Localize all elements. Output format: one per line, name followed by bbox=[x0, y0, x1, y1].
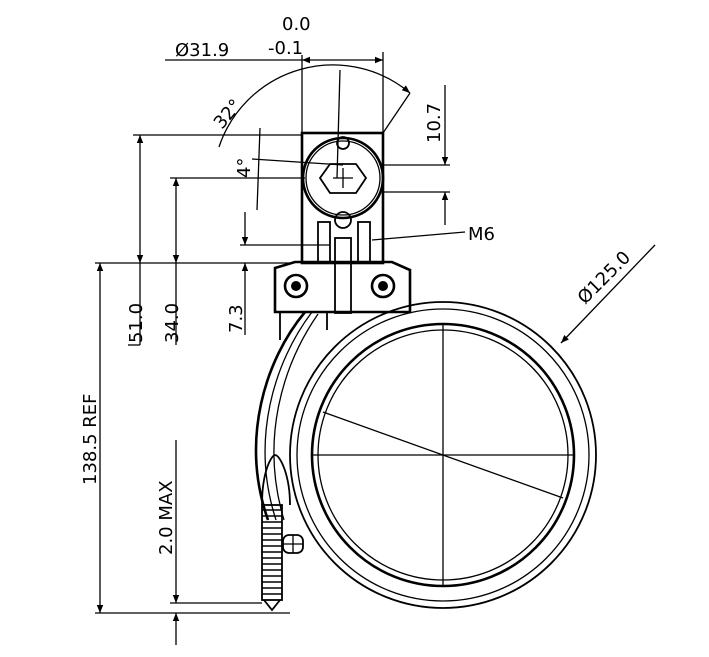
brake-bolt bbox=[261, 504, 304, 612]
dim-wheel-diameter: Ø125.0 bbox=[574, 247, 635, 308]
dim-height-7: 7.3 bbox=[226, 304, 247, 333]
dim-brake-gap: 2.0 MAX bbox=[156, 480, 177, 555]
dim-swivel-angle: 32° bbox=[210, 95, 247, 133]
dim-tolerance-upper: 0.0 bbox=[282, 14, 311, 35]
dim-mount-diameter: Ø31.9 bbox=[175, 40, 229, 61]
dim-total-height: 138.5 REF bbox=[80, 394, 101, 486]
swivel-housing bbox=[273, 131, 412, 314]
dim-height-51: 51.0 bbox=[126, 303, 147, 343]
wheel bbox=[289, 301, 597, 609]
dim-tolerance-lower: -0.1 bbox=[268, 38, 303, 59]
dimension-lines bbox=[95, 52, 656, 645]
dim-thread: M6 bbox=[468, 224, 495, 245]
dim-tilt-angle: 4° bbox=[234, 158, 255, 178]
fork bbox=[254, 311, 328, 521]
wheel-diameter-line bbox=[322, 411, 564, 499]
dim-ball-height: 10.7 bbox=[424, 103, 445, 143]
dim-height-34: 34.0 bbox=[162, 303, 183, 343]
